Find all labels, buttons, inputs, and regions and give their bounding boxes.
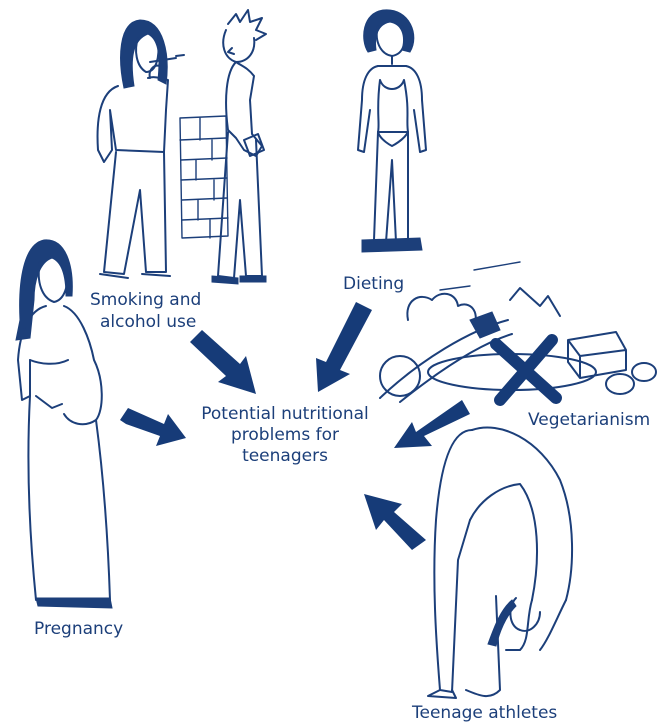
central-concept: Potential nutritional problems for teena… bbox=[170, 404, 400, 467]
athlete-illustration bbox=[428, 427, 572, 698]
central-concept-line3: teenagers bbox=[170, 446, 400, 467]
dieting-illustration bbox=[358, 10, 426, 252]
label-pregnancy: Pregnancy bbox=[34, 619, 123, 640]
label-athletes: Teenage athletes bbox=[412, 703, 557, 724]
central-concept-line2: problems for bbox=[170, 425, 400, 446]
central-concept-line1: Potential nutritional bbox=[170, 404, 400, 425]
label-dieting: Dieting bbox=[343, 274, 404, 295]
label-vegetarianism: Vegetarianism bbox=[528, 410, 650, 431]
label-smoking-line2: alcohol use bbox=[100, 312, 196, 333]
arrow-from-dieting bbox=[316, 302, 372, 392]
arrow-from-athletes bbox=[364, 494, 426, 550]
label-smoking-line1: Smoking and bbox=[90, 290, 201, 311]
smoking-alcohol-illustration bbox=[98, 10, 266, 284]
arrow-from-smoking bbox=[190, 330, 256, 394]
arrow-from-vegetarianism bbox=[394, 400, 470, 448]
vegetarianism-illustration bbox=[380, 262, 656, 402]
